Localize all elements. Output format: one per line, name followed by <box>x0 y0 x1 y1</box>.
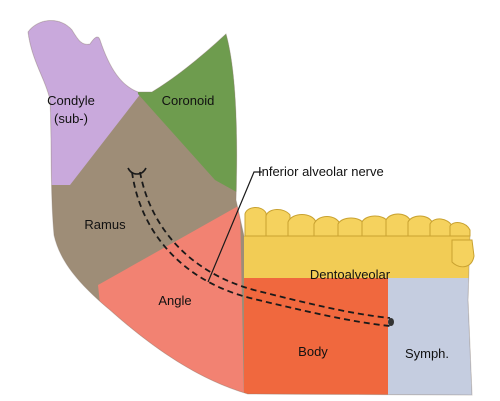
coronoid-label: Coronoid <box>162 93 215 108</box>
tooth <box>385 213 411 237</box>
tooth <box>361 215 389 237</box>
nerve-leader-line <box>207 171 262 283</box>
bone-outline <box>27 20 473 396</box>
body-region <box>244 278 388 396</box>
tooth <box>265 209 291 237</box>
tooth <box>449 222 471 237</box>
nerve-canal-lower <box>139 171 391 319</box>
mental-foramen <box>388 318 394 326</box>
nerve-canal-upper <box>131 171 391 327</box>
condyle-sub-label: (sub-) <box>54 111 88 126</box>
condyle-label: Condyle <box>47 93 95 108</box>
teeth-row <box>244 207 475 268</box>
tooth <box>337 217 365 237</box>
dentoalveolar-region <box>244 236 470 278</box>
dentoalveolar-label: Dentoalveolar <box>310 267 391 282</box>
mandibular-foramen <box>127 167 147 175</box>
tooth <box>313 216 341 237</box>
tooth <box>407 215 433 237</box>
ramus-label: Ramus <box>84 217 126 232</box>
inferior-alveolar-nerve-canal <box>131 171 391 327</box>
tooth <box>244 207 269 237</box>
symphysis-region <box>388 278 472 396</box>
nerve-label: Inferior alveolar nerve <box>258 164 384 179</box>
angle-label: Angle <box>158 293 191 308</box>
body-label: Body <box>298 344 328 359</box>
tooth <box>451 239 475 268</box>
tooth <box>429 218 453 237</box>
symphysis-label: Symph. <box>405 346 449 361</box>
tooth <box>287 214 317 237</box>
